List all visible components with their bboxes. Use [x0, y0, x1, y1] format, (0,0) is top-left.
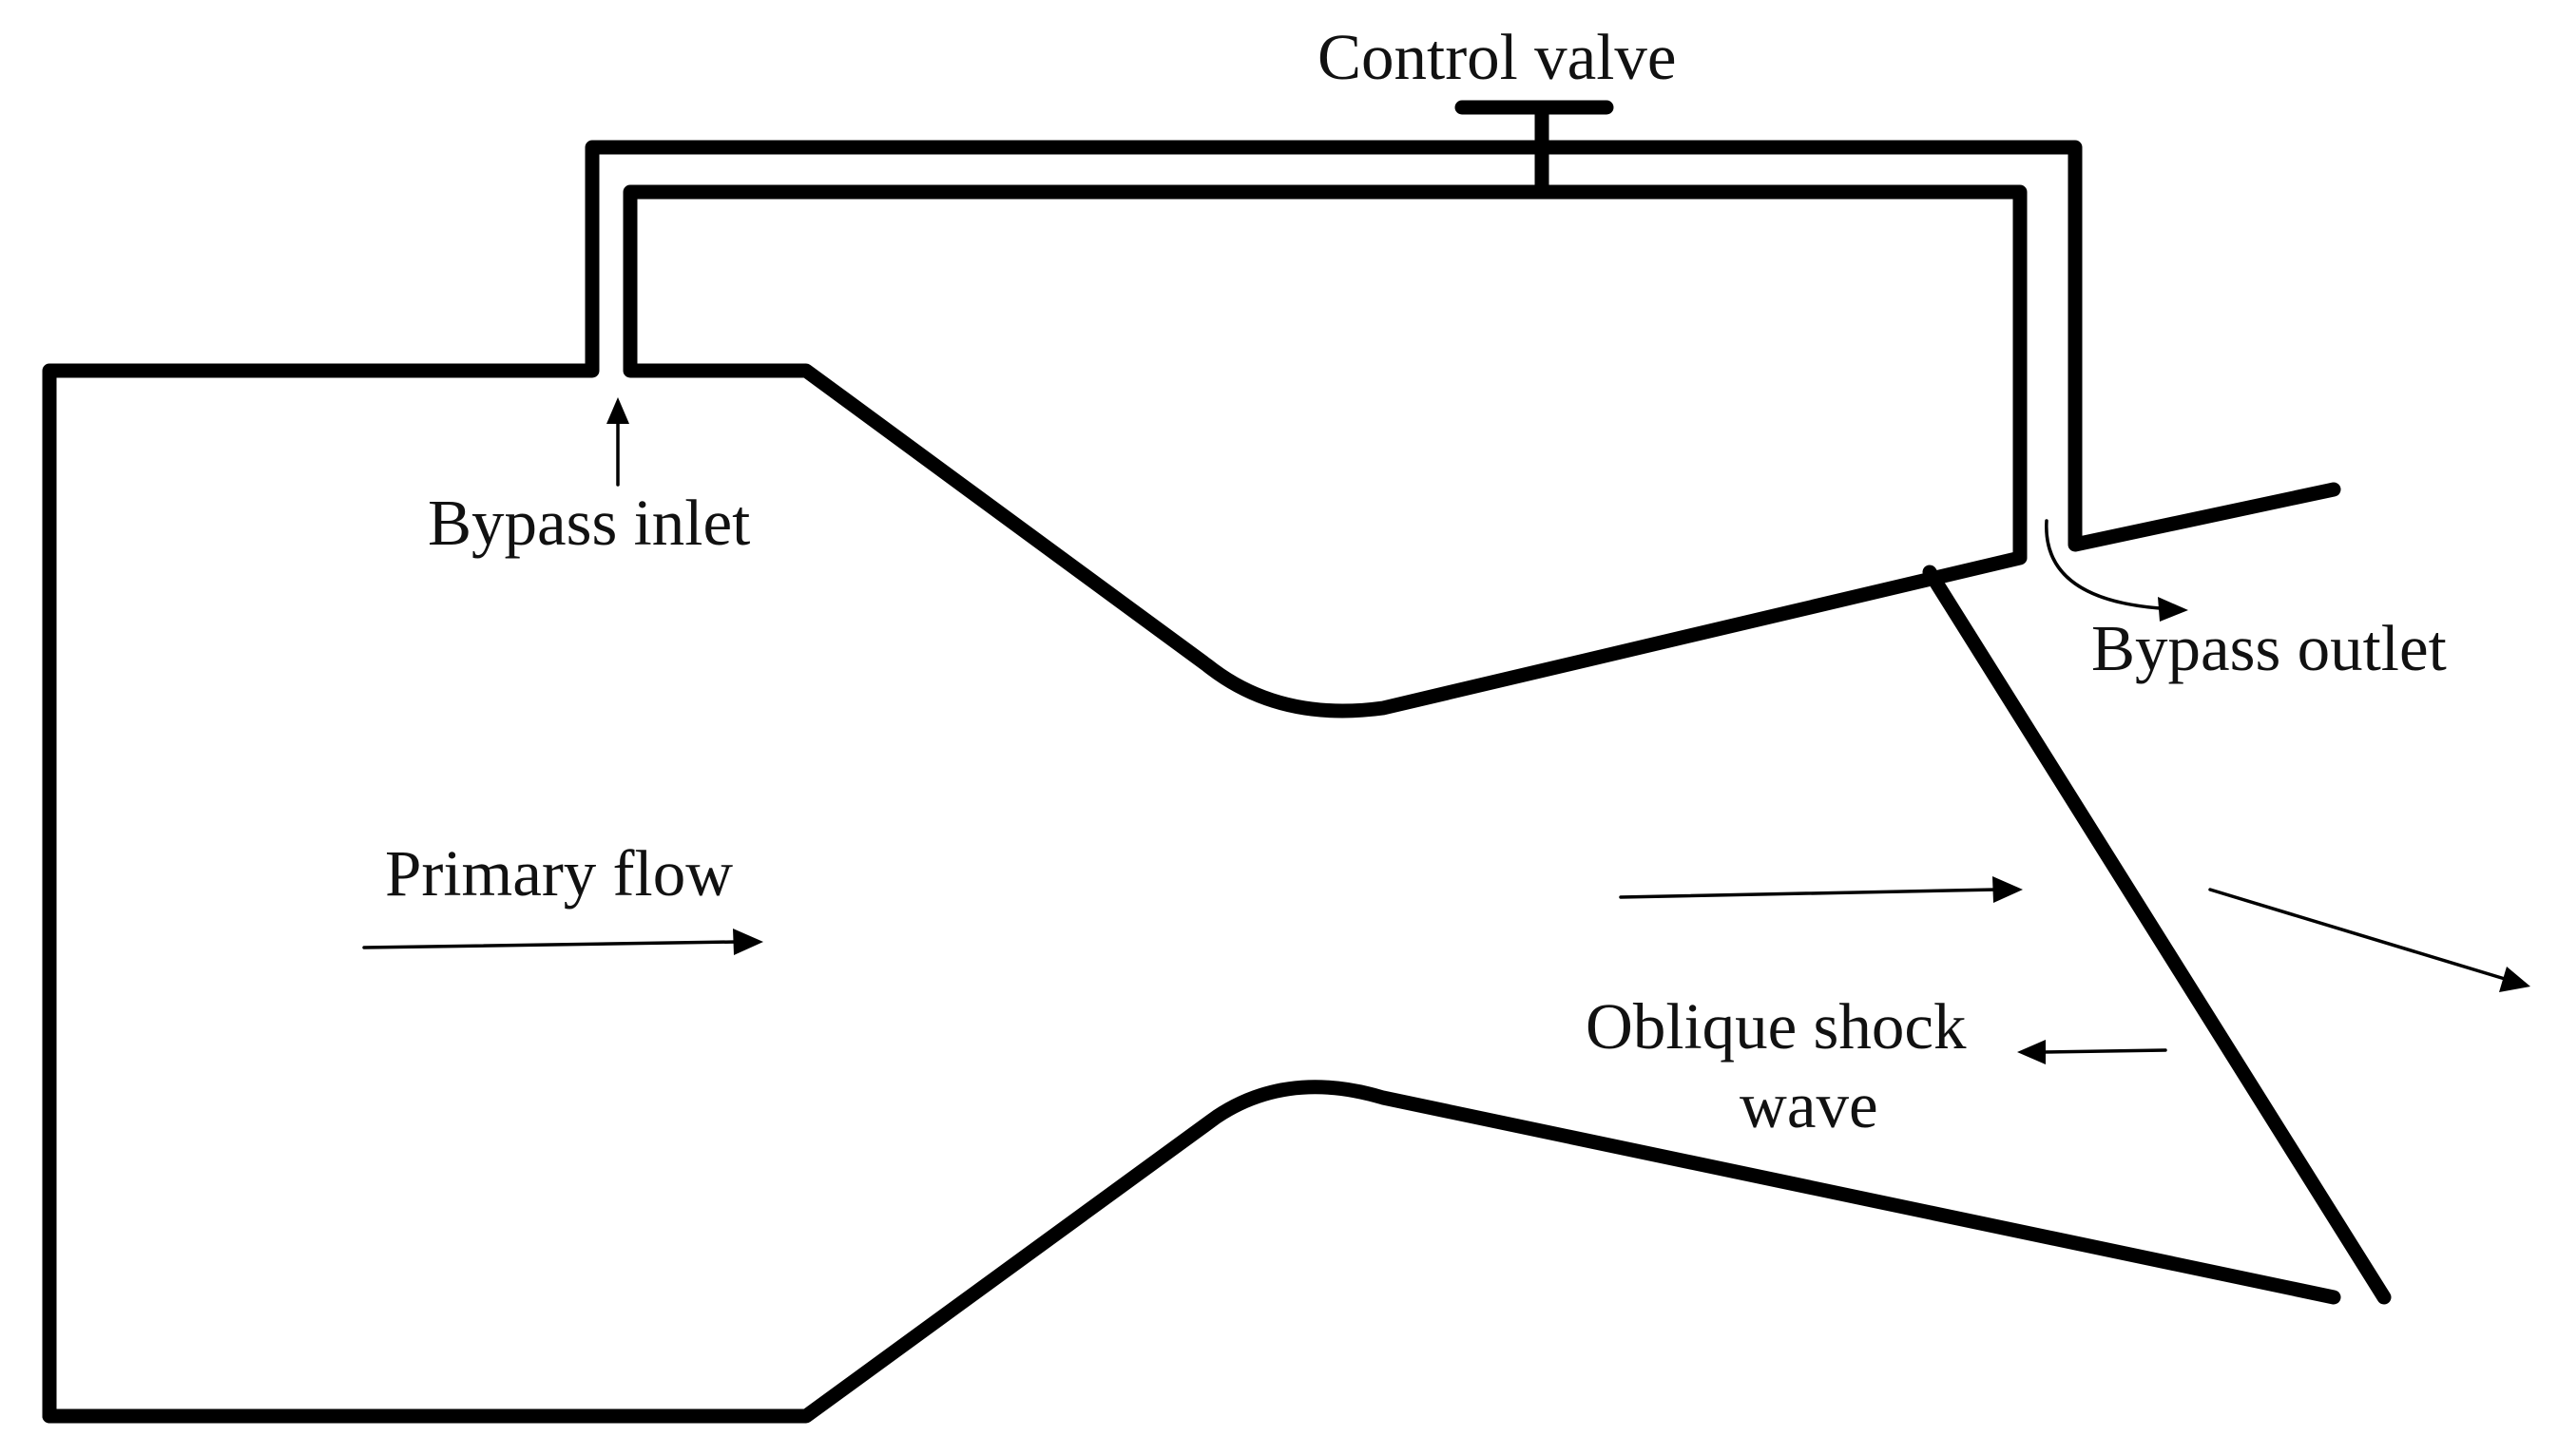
oblique-shock-label-line2: wave [1740, 1069, 1878, 1141]
exit-flow-arrow-icon [2208, 888, 2530, 992]
bypass-inlet-label: Bypass inlet [428, 487, 750, 559]
oblique-shock-label-line1: Oblique shock [1586, 990, 1967, 1063]
primary-flow-label: Primary flow [385, 837, 733, 910]
bypass-inlet-arrow-icon [606, 397, 629, 487]
oblique-shock-arrow-icon [2017, 1040, 2167, 1064]
nozzle-upper-wall [42, 140, 2341, 1424]
bypass-channel-inner-wall [623, 184, 2028, 718]
oblique-shock-line [1922, 565, 2392, 1305]
primary-flow-arrow-icon [362, 929, 763, 955]
nozzle-lower-wall [42, 1080, 2341, 1424]
diverging-flow-arrow-icon [1619, 876, 2023, 903]
bypass-outlet-arrow-icon [2045, 519, 2188, 622]
control-valve-icon [1454, 100, 1614, 198]
bypass-outlet-label: Bypass outlet [2091, 612, 2447, 684]
control-valve-label: Control valve [1317, 21, 1677, 93]
